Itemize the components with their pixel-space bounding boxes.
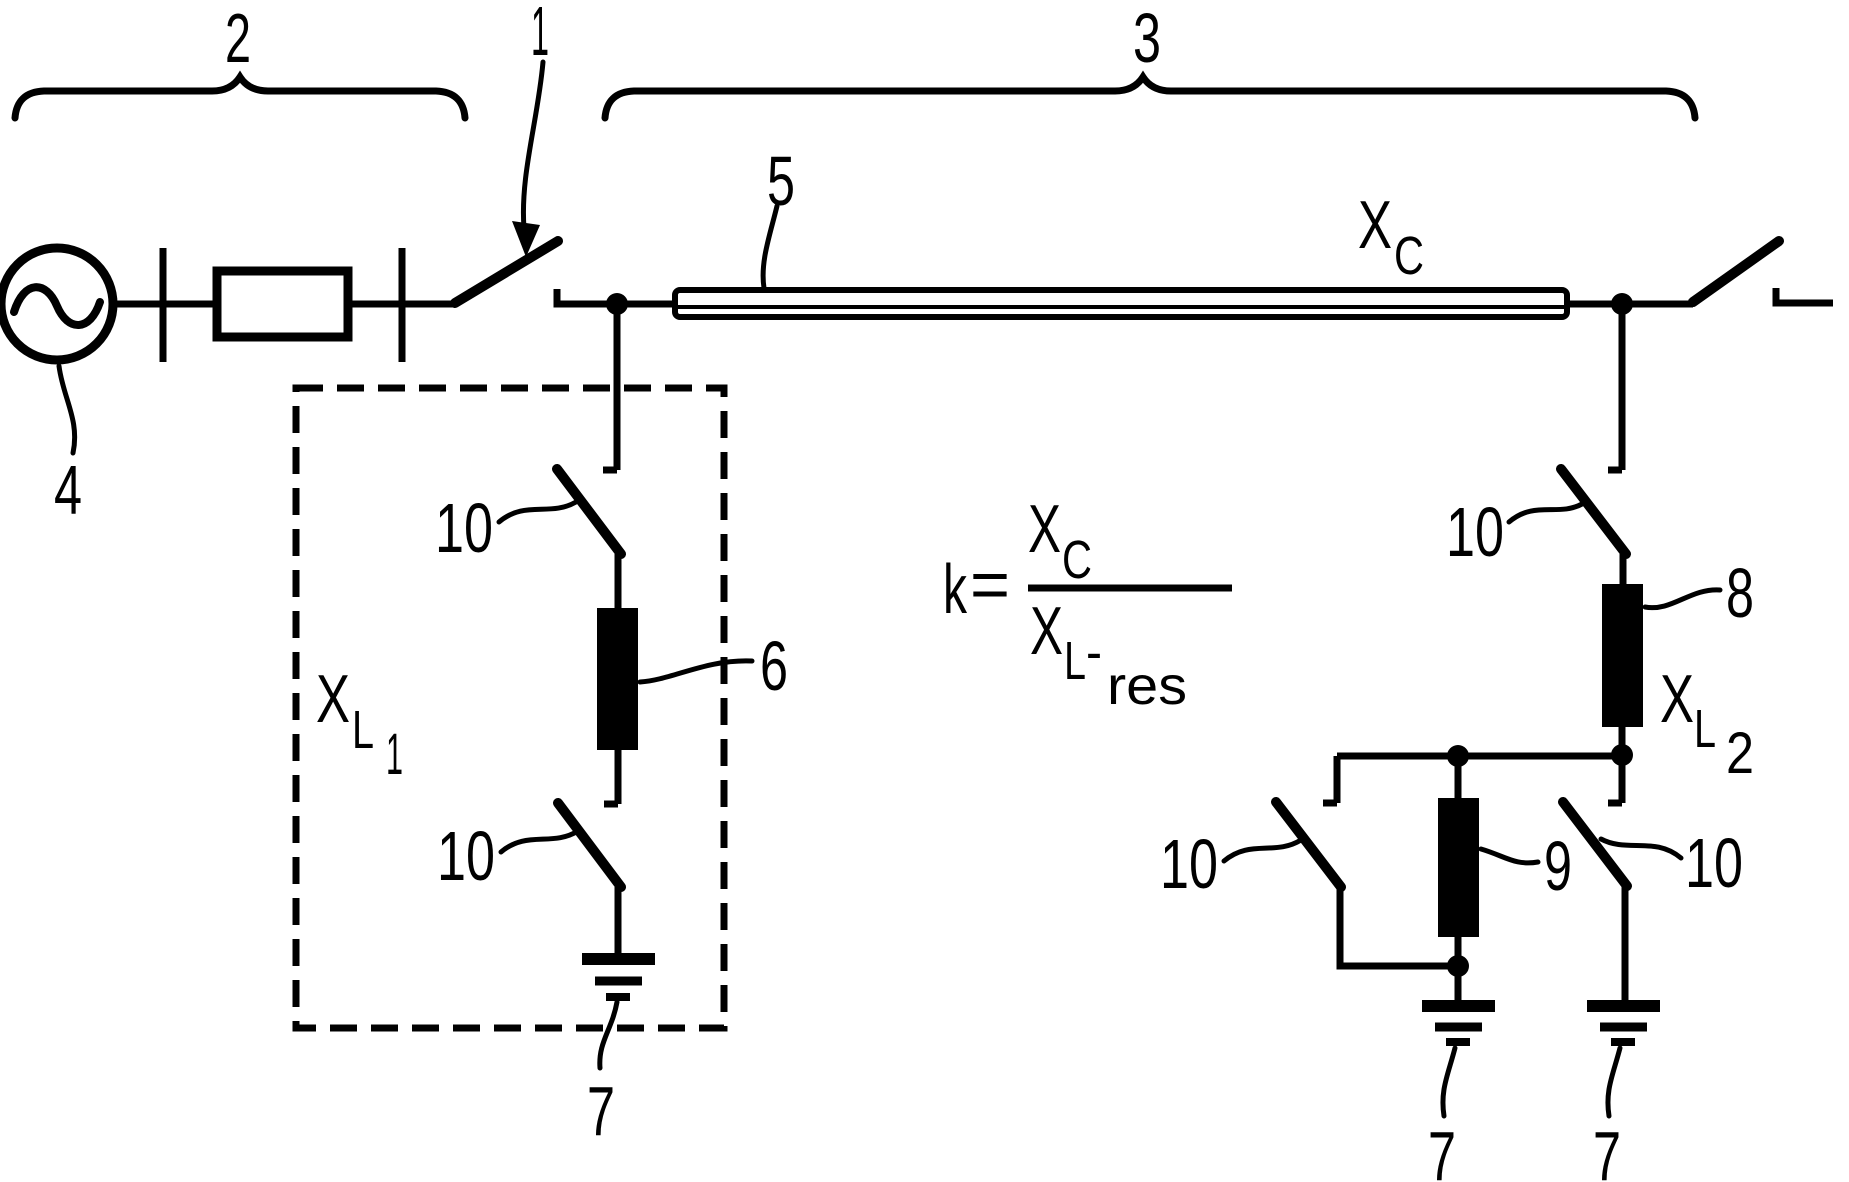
label-9: 9 (1544, 827, 1572, 905)
switch-10c-blade (1556, 464, 1631, 559)
formula-num-base: X (1028, 491, 1061, 567)
label-6: 6 (760, 627, 788, 705)
breaker-1-switch (450, 236, 675, 308)
xl2-index: 2 (1726, 721, 1754, 786)
switch-10a-blade (552, 464, 626, 559)
generator-symbol (0, 243, 118, 365)
xl2-label: X L 2 (1660, 661, 1754, 786)
switch-10d-blade (1271, 797, 1346, 892)
leader-10e (1598, 836, 1684, 861)
generator-sine-icon (10, 283, 104, 329)
leader-1-arrowhead-icon (512, 221, 540, 257)
label-10-shunt-right: 10 (1685, 824, 1743, 902)
leader-7-left (597, 999, 620, 1071)
left-shunt-branch (552, 304, 655, 1001)
leader-7-middle (1440, 1045, 1458, 1119)
formula-den-dash: - (1086, 622, 1102, 682)
wire-6-to-10b (604, 750, 622, 808)
brace-line-section (601, 70, 1699, 122)
label-7-right: 7 (1593, 1117, 1621, 1182)
reactor-6-symbol (597, 608, 638, 750)
leader-10c (1506, 501, 1585, 525)
brace-3-curve (601, 70, 1699, 122)
label-4: 4 (54, 451, 82, 529)
leader-5 (760, 203, 780, 291)
wire-10d-to-node (1336, 887, 1458, 970)
formula-equals: = (970, 545, 1010, 623)
receiving-bus (1567, 236, 1833, 308)
formula-k-ratio: k = X C X L - res (943, 491, 1232, 716)
leader-8 (1642, 587, 1723, 611)
leader-10a (496, 499, 579, 525)
label-7-middle: 7 (1428, 1117, 1456, 1182)
breaker-1-terminal (553, 289, 675, 308)
formula-den-base: X (1030, 593, 1063, 669)
xl2-sub: L (1694, 699, 1716, 759)
label-1: 1 (531, 0, 549, 70)
leader-4 (56, 363, 78, 456)
right-end-terminal (1772, 288, 1833, 307)
label-7-left: 7 (587, 1072, 615, 1150)
corner-10d (1323, 756, 1341, 807)
leader-1-arrow (512, 59, 546, 257)
xl1-sub: L (352, 700, 374, 760)
xl1-label: X L 1 (316, 661, 403, 787)
leader-10d (1221, 837, 1304, 864)
transformer-symbol (212, 266, 353, 342)
brace-source-section (11, 70, 469, 122)
label-10-box-lower: 10 (437, 817, 495, 895)
breaker-1-blade (450, 236, 563, 308)
label-10-box-upper: 10 (435, 489, 493, 567)
reactor-8-symbol (1602, 584, 1643, 727)
xc-label: X C (1358, 187, 1424, 286)
leader-6 (637, 658, 755, 685)
ground-symbol-middle (1422, 1000, 1495, 1046)
dashed-box-xl1 (292, 384, 728, 1032)
label-5: 5 (767, 142, 795, 220)
label-10-shunt-left: 10 (1160, 825, 1218, 903)
label-10-right-upper: 10 (1446, 493, 1504, 571)
xl1-index: 1 (386, 722, 403, 787)
ground-symbol-right (1587, 1000, 1660, 1046)
xc-base: X (1358, 187, 1392, 263)
drop-wire-left (603, 304, 621, 474)
formula-lhs: k (943, 550, 968, 628)
right-end-switch-blade (1688, 236, 1784, 307)
leader-7-right (1605, 1045, 1623, 1119)
xl2-base: X (1660, 661, 1694, 737)
source-bus (113, 248, 455, 362)
switch-10b-blade (553, 798, 626, 892)
leader-9 (1478, 846, 1541, 866)
xl1-base: X (316, 661, 350, 737)
brace-2-curve (11, 70, 469, 122)
reactor-9-symbol (1438, 798, 1479, 937)
switch-10e-blade (1558, 797, 1632, 891)
right-compensation-branch (1271, 304, 1660, 1046)
label-2: 2 (225, 0, 251, 77)
label-8: 8 (1726, 554, 1754, 632)
line-5-symbol (672, 287, 1570, 320)
ground-symbol-left (582, 953, 655, 1001)
label-3: 3 (1133, 0, 1161, 77)
leader-10b (498, 828, 581, 855)
line-5-outline (672, 287, 1570, 320)
drop-wire-right (1608, 304, 1626, 474)
xc-sub: C (1394, 226, 1424, 286)
formula-num-sub: C (1062, 530, 1092, 590)
stub-10e (1608, 755, 1626, 807)
formula-den-suffix: res (1107, 656, 1187, 716)
leader-1-curve (520, 59, 546, 231)
formula-den-sub: L (1064, 631, 1086, 691)
